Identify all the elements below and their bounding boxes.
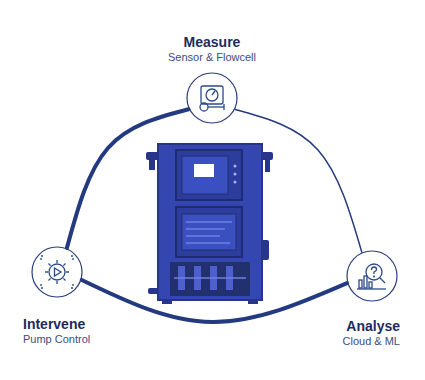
- node-heading: Measure: [168, 34, 256, 50]
- indicator-light: [234, 181, 237, 184]
- panel-face: [182, 214, 236, 250]
- icon-circle-node: IntervenePump Control: [31, 246, 83, 298]
- node-heading: Intervene: [23, 316, 90, 332]
- cabinet-foot: [162, 300, 172, 304]
- circle-outline: [186, 72, 238, 124]
- node-subtitle: Pump Control: [23, 332, 90, 346]
- panel-line: [186, 235, 220, 237]
- cycle-arc: [82, 280, 347, 322]
- icon-circle-node: MeasureSensor & Flowcell: [186, 72, 238, 124]
- panel-line: [186, 221, 232, 223]
- indicator-light: [234, 173, 237, 176]
- node-subtitle: Sensor & Flowcell: [168, 50, 256, 64]
- display-screen: [194, 164, 214, 177]
- sensor-icon: [200, 86, 224, 111]
- pump-bay: [170, 262, 250, 296]
- cabinet-body: [158, 144, 262, 300]
- icon-circle-node: AnalyseCloud & ML: [346, 250, 398, 302]
- indicator-light: [234, 165, 237, 168]
- node-subtitle: Cloud & ML: [343, 334, 400, 348]
- panel-line: [186, 228, 225, 230]
- node-label-group: MeasureSensor & Flowcell: [168, 34, 256, 64]
- control-panel: [176, 150, 242, 200]
- node-heading: Analyse: [343, 318, 400, 334]
- panel-face: [182, 156, 228, 194]
- circle-outline: [187, 73, 237, 123]
- panel-line: [186, 242, 230, 244]
- sensor-panel: [176, 207, 242, 257]
- circle-outline: [32, 247, 82, 297]
- node-label-group: IntervenePump Control: [23, 316, 90, 346]
- node-label-group: AnalyseCloud & ML: [343, 318, 400, 348]
- cabinet-foot: [248, 300, 258, 304]
- cycle-arc: [67, 109, 189, 248]
- analysis-icon: [357, 264, 386, 289]
- pump-control-icon: [41, 256, 73, 288]
- cycle-arc: [235, 109, 361, 252]
- pipe-fitting: [149, 160, 155, 170]
- circle-outline: [31, 246, 83, 298]
- analyser-cabinet: [146, 144, 273, 304]
- pipe-fitting: [265, 160, 270, 172]
- circle-outline: [347, 251, 397, 301]
- circle-outline: [346, 250, 398, 302]
- pump-pipe: [174, 277, 246, 279]
